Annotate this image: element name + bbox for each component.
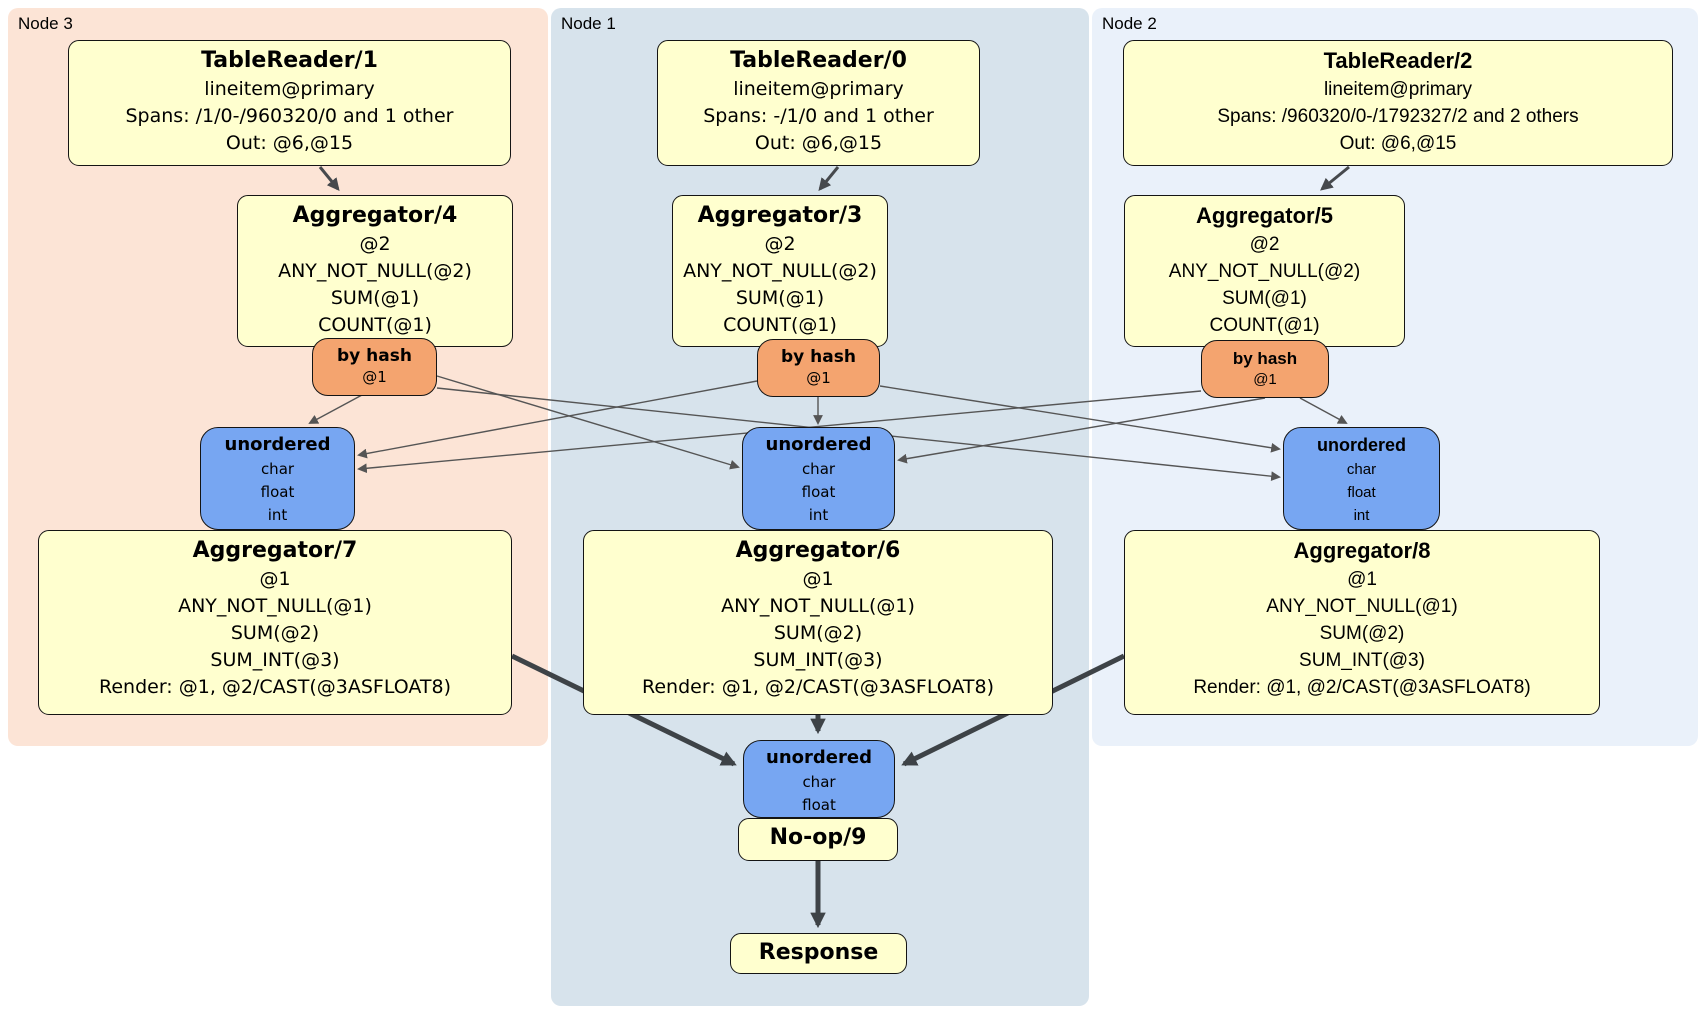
sync-column: float bbox=[801, 483, 836, 501]
processor-detail: SUM(@2) bbox=[773, 622, 863, 644]
router-by-hash-4: by hash @1 bbox=[312, 338, 437, 396]
response-box: Response bbox=[730, 933, 907, 974]
processor-detail: SUM_INT(@3) bbox=[210, 649, 340, 671]
sync-title: unordered bbox=[766, 747, 872, 768]
processor-title: TableReader/1 bbox=[201, 48, 378, 73]
sync-column: char bbox=[802, 773, 836, 791]
edge-router4-sync3 bbox=[308, 394, 363, 424]
sync-column: float bbox=[260, 483, 295, 501]
processor-detail: COUNT(@1) bbox=[723, 314, 837, 336]
processor-detail: ANY_NOT_NULL(@2) bbox=[683, 260, 877, 282]
processor-title: Aggregator/3 bbox=[697, 203, 863, 228]
processor-aggregator-7: Aggregator/7 @1 ANY_NOT_NULL(@1) SUM(@2)… bbox=[38, 530, 512, 715]
processor-detail: lineitem@primary bbox=[1323, 79, 1473, 100]
sync-column: int bbox=[267, 506, 288, 524]
processor-detail: ANY_NOT_NULL(@1) bbox=[178, 595, 372, 617]
processor-detail: SUM(@1) bbox=[330, 287, 420, 309]
processor-title: TableReader/0 bbox=[730, 48, 907, 73]
edge-router3-sync3 bbox=[357, 380, 758, 459]
processor-detail: COUNT(@1) bbox=[1209, 315, 1320, 336]
node3-label: Node 3 bbox=[18, 14, 73, 33]
router-by-hash-3: by hash @1 bbox=[757, 339, 880, 397]
sync-unordered-node1: unordered char float int bbox=[742, 427, 895, 530]
sync-column: char bbox=[1346, 461, 1377, 478]
processor-aggregator-4: Aggregator/4 @2 ANY_NOT_NULL(@2) SUM(@1)… bbox=[237, 195, 513, 347]
sync-title: unordered bbox=[1316, 435, 1406, 455]
node2-label: Node 2 bbox=[1102, 14, 1157, 33]
processor-detail: Out: @6,@15 bbox=[754, 132, 883, 154]
processor-detail: lineitem@primary bbox=[204, 78, 375, 100]
sync-unordered-final: unordered char float bbox=[743, 740, 895, 818]
processor-detail: @1 bbox=[802, 568, 834, 590]
processor-detail: @2 bbox=[764, 233, 796, 255]
router-detail: @1 bbox=[1253, 371, 1277, 388]
router-title: by hash bbox=[781, 347, 856, 367]
edge-router5-sync1 bbox=[897, 397, 1266, 464]
processor-title: Aggregator/5 bbox=[1196, 203, 1333, 228]
processor-detail: SUM_INT(@3) bbox=[1299, 650, 1425, 671]
processor-tablereader-2: TableReader/2 lineitem@primary Spans: /9… bbox=[1123, 40, 1673, 166]
edge-tr2-agg5 bbox=[1320, 165, 1350, 191]
edge-tr0-agg3 bbox=[818, 166, 840, 191]
processor-title: Aggregator/8 bbox=[1293, 538, 1431, 563]
processor-detail: @1 bbox=[259, 568, 291, 590]
processor-detail: Spans: -/1/0 and 1 other bbox=[703, 105, 934, 127]
processor-detail: @2 bbox=[1249, 234, 1280, 255]
processor-title: Aggregator/6 bbox=[735, 538, 901, 563]
edge-router4-sync1 bbox=[436, 375, 740, 470]
processor-detail: ANY_NOT_NULL(@1) bbox=[1266, 596, 1458, 617]
processor-title: Aggregator/4 bbox=[292, 203, 458, 228]
sync-title: unordered bbox=[765, 434, 872, 455]
response-title: Response bbox=[758, 940, 879, 965]
edge-tr1-agg4 bbox=[318, 166, 340, 191]
processor-detail: ANY_NOT_NULL(@2) bbox=[1168, 261, 1361, 282]
sync-column: char bbox=[260, 460, 295, 478]
processor-detail: SUM(@1) bbox=[735, 287, 825, 309]
processor-title: TableReader/2 bbox=[1323, 48, 1473, 73]
processor-detail: SUM_INT(@3) bbox=[753, 649, 883, 671]
processor-detail: SUM(@1) bbox=[1222, 288, 1307, 309]
processor-detail: SUM(@2) bbox=[230, 622, 320, 644]
sync-column: int bbox=[1353, 507, 1370, 524]
sync-column: int bbox=[808, 506, 829, 524]
processor-detail: Render: @1, @2/CAST(@3ASFLOAT8) bbox=[99, 676, 451, 698]
processor-aggregator-6: Aggregator/6 @1 ANY_NOT_NULL(@1) SUM(@2)… bbox=[583, 530, 1053, 715]
router-detail: @1 bbox=[362, 368, 387, 386]
router-title: by hash bbox=[1232, 349, 1298, 368]
processor-detail: COUNT(@1) bbox=[318, 314, 432, 336]
node1-label: Node 1 bbox=[561, 14, 616, 33]
processor-aggregator-8: Aggregator/8 @1 ANY_NOT_NULL(@1) SUM(@2)… bbox=[1124, 530, 1600, 715]
processor-detail: lineitem@primary bbox=[733, 78, 904, 100]
router-by-hash-5: by hash @1 bbox=[1201, 340, 1329, 398]
processor-tablereader-1: TableReader/1 lineitem@primary Spans: /1… bbox=[68, 40, 511, 166]
processor-title: Aggregator/7 bbox=[192, 538, 358, 563]
processor-aggregator-5: Aggregator/5 @2 ANY_NOT_NULL(@2) SUM(@1)… bbox=[1124, 195, 1405, 347]
processor-detail: Spans: /1/0-/960320/0 and 1 other bbox=[125, 105, 454, 127]
router-title: by hash bbox=[337, 346, 412, 366]
processor-detail: @1 bbox=[1347, 569, 1377, 590]
processor-title: No-op/9 bbox=[769, 825, 867, 850]
sync-unordered-node3: unordered char float int bbox=[200, 427, 355, 530]
processor-detail: Render: @1, @2/CAST(@3ASFLOAT8) bbox=[1193, 677, 1531, 698]
processor-aggregator-3: Aggregator/3 @2 ANY_NOT_NULL(@2) SUM(@1)… bbox=[672, 195, 888, 347]
processor-noop-9: No-op/9 bbox=[738, 818, 898, 861]
edge-router3-sync2 bbox=[879, 385, 1281, 453]
edge-router5-sync2 bbox=[1299, 397, 1348, 424]
router-detail: @1 bbox=[806, 369, 831, 387]
processor-detail: Spans: /960320/0-/1792327/2 and 2 others bbox=[1217, 106, 1579, 127]
processor-detail: Out: @6,@15 bbox=[1339, 133, 1457, 154]
processor-detail: ANY_NOT_NULL(@2) bbox=[278, 260, 472, 282]
processor-detail: @2 bbox=[359, 233, 391, 255]
sync-column: float bbox=[802, 796, 836, 814]
processor-detail: SUM(@2) bbox=[1319, 623, 1405, 644]
sync-column: float bbox=[1347, 484, 1376, 501]
sync-title: unordered bbox=[224, 434, 331, 455]
processor-tablereader-0: TableReader/0 lineitem@primary Spans: -/… bbox=[657, 40, 980, 166]
processor-detail: ANY_NOT_NULL(@1) bbox=[721, 595, 915, 617]
processor-detail: Render: @1, @2/CAST(@3ASFLOAT8) bbox=[642, 676, 994, 698]
processor-detail: Out: @6,@15 bbox=[225, 132, 354, 154]
sync-column: char bbox=[801, 460, 836, 478]
sync-unordered-node2: unordered char float int bbox=[1283, 427, 1440, 530]
